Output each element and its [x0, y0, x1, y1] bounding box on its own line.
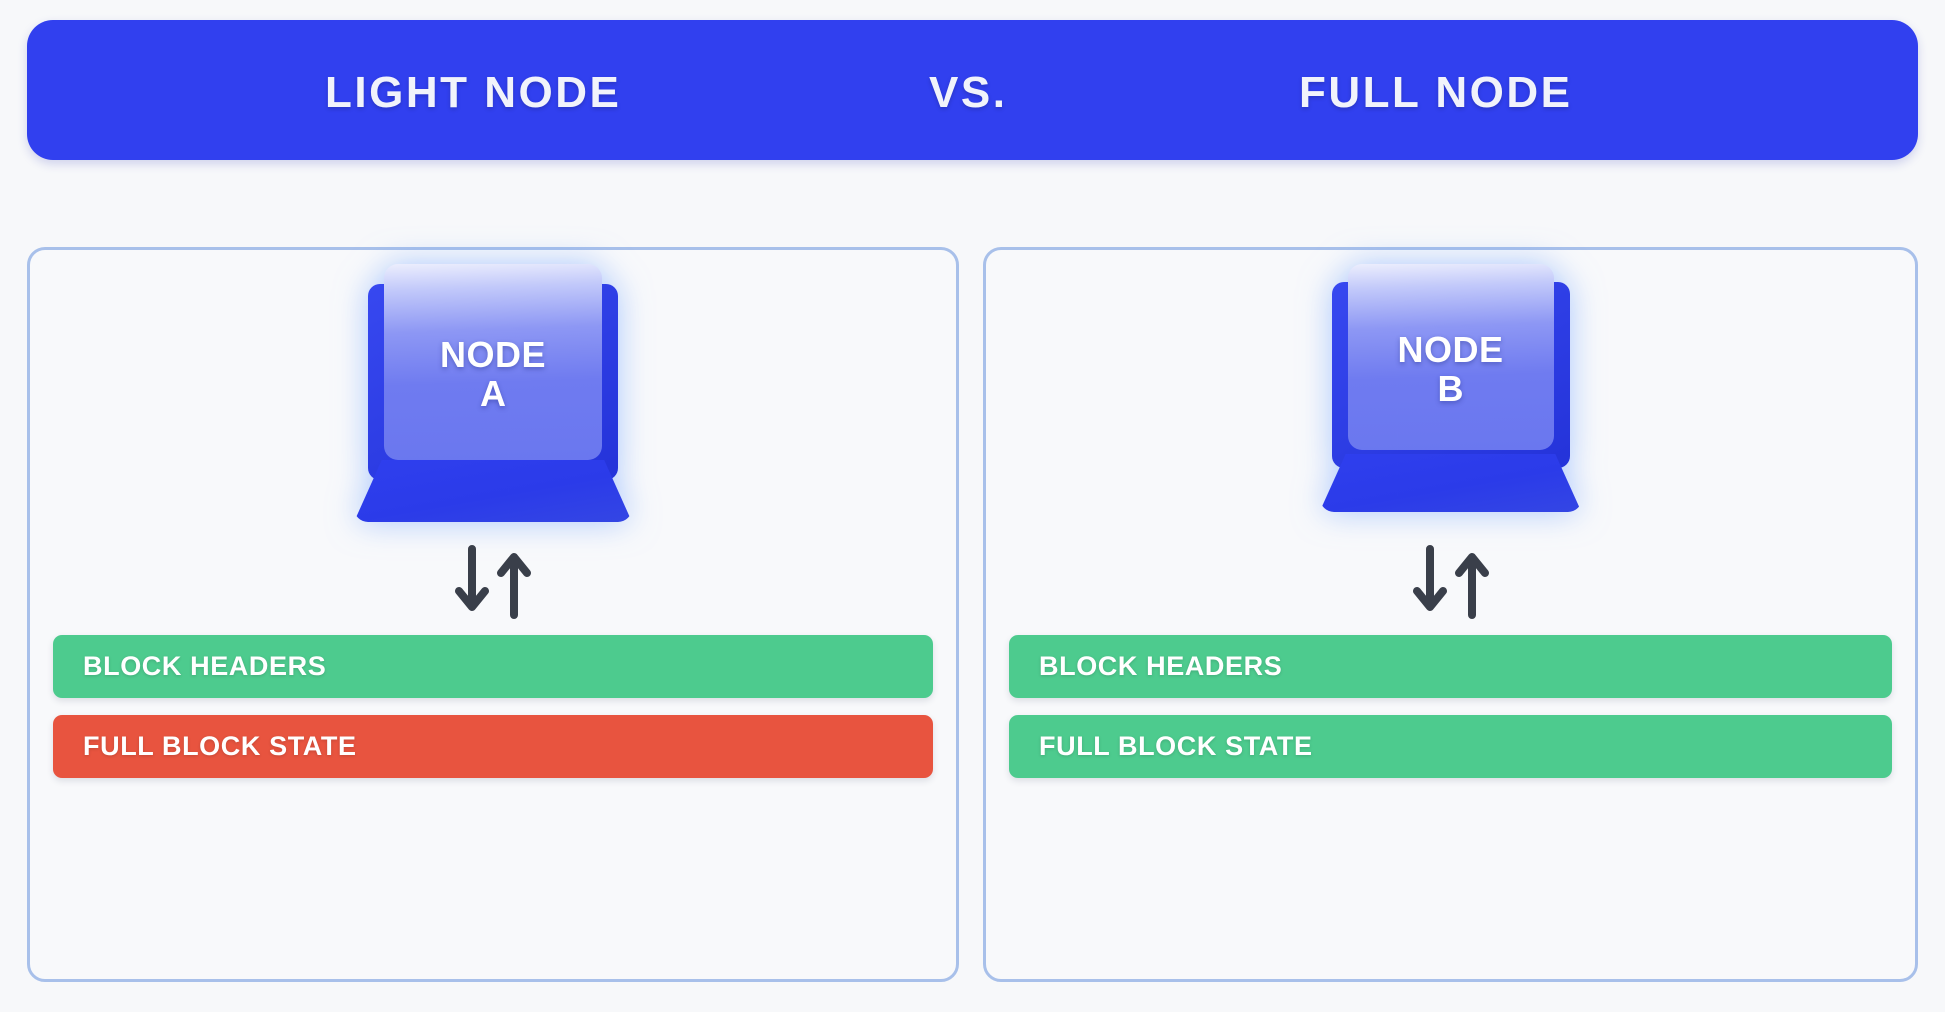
- node-b-sync-arrows: [986, 542, 1915, 622]
- laptop-base-icon: [1319, 454, 1582, 512]
- header-banner: LIGHT NODE VS. FULL NODE: [27, 20, 1918, 160]
- status-bar-full-block-state: FULL BLOCK STATE: [1009, 715, 1892, 778]
- status-bar-block-headers: BLOCK HEADERS: [1009, 635, 1892, 698]
- status-bar-label: FULL BLOCK STATE: [83, 731, 357, 761]
- down-arrow-icon: [1412, 545, 1447, 611]
- laptop-icon: NODE A: [354, 262, 632, 524]
- node-a-status-bars: BLOCK HEADERS FULL BLOCK STATE: [53, 635, 933, 795]
- node-a-name: NODE: [439, 334, 546, 376]
- status-bar-full-block-state: FULL BLOCK STATE: [53, 715, 933, 778]
- laptop-icon: NODE B: [1319, 262, 1582, 514]
- node-a-sync-arrows: [30, 542, 956, 622]
- status-bar-label: BLOCK HEADERS: [1039, 651, 1283, 681]
- panels-container: NODE A BLOCK HEADERS F: [0, 247, 1945, 987]
- panel-light-node: NODE A BLOCK HEADERS F: [27, 247, 959, 982]
- laptop-screen-icon: NODE B: [1347, 264, 1554, 450]
- node-b-illustration: NODE B: [986, 262, 1915, 532]
- laptop-screen-icon: NODE A: [384, 264, 602, 460]
- up-arrow-icon: [1454, 553, 1489, 619]
- up-arrow-icon: [497, 553, 531, 619]
- status-bar-label: FULL BLOCK STATE: [1039, 731, 1313, 761]
- node-a-letter: A: [480, 373, 506, 414]
- down-arrow-icon: [455, 545, 489, 611]
- status-bar-block-headers: BLOCK HEADERS: [53, 635, 933, 698]
- node-b-letter: B: [1437, 368, 1464, 409]
- panel-full-node: NODE B BLOCK HEADERS F: [983, 247, 1918, 982]
- node-a-illustration: NODE A: [30, 262, 956, 532]
- header-vs-label: VS.: [929, 68, 1008, 117]
- header-left-title: LIGHT NODE: [325, 68, 622, 117]
- node-b-status-bars: BLOCK HEADERS FULL BLOCK STATE: [1009, 635, 1892, 795]
- header-right-title: FULL NODE: [1299, 68, 1573, 117]
- laptop-base-icon: [354, 460, 632, 522]
- node-b-name: NODE: [1397, 329, 1504, 371]
- status-bar-label: BLOCK HEADERS: [83, 651, 327, 681]
